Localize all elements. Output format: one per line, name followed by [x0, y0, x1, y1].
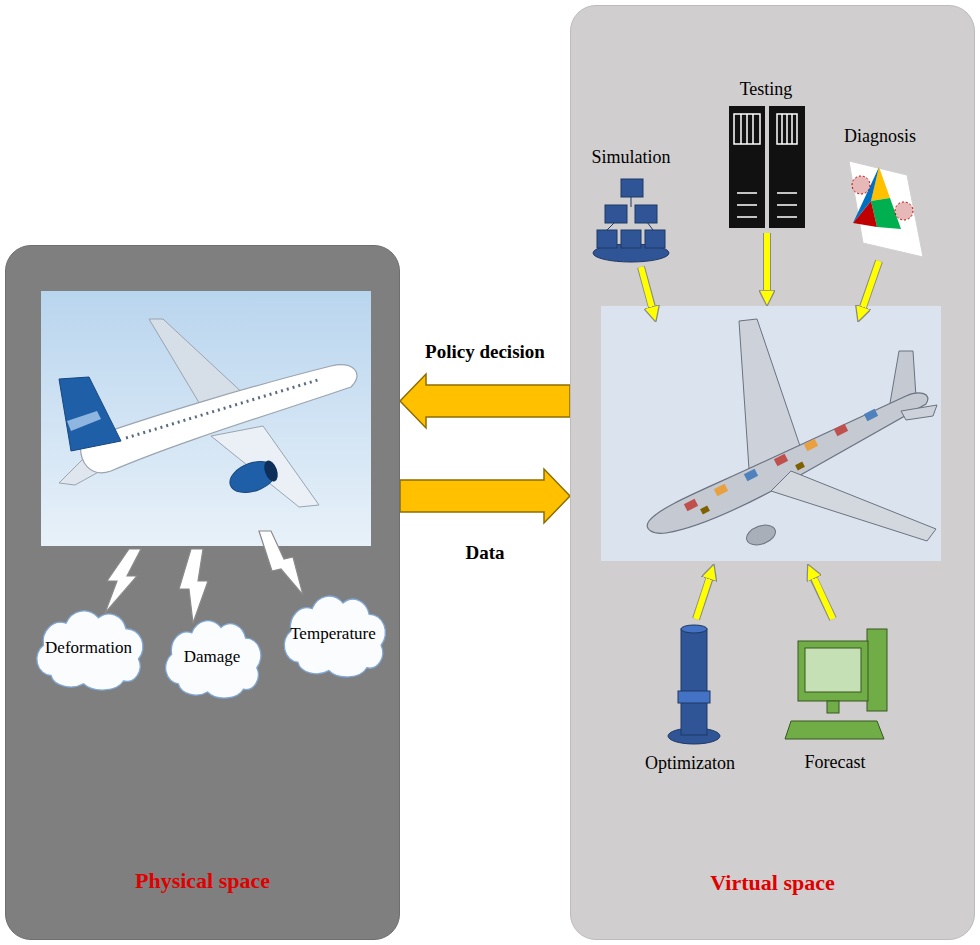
flow-arrow	[400, 469, 570, 523]
space-panel: Deformation Damage TemperaturePhysical spa…	[5, 245, 400, 940]
cloud-callout: Damage	[156, 614, 268, 700]
cloud-text: Deformation	[45, 638, 132, 658]
arrow-label: Policy decision	[425, 341, 545, 363]
flow-arrow	[400, 374, 570, 428]
optimization-icon	[668, 625, 720, 744]
model-frame	[601, 306, 941, 561]
cloud-text: Temperature	[290, 624, 376, 644]
cloud-outline	[37, 611, 143, 690]
virtual-illustration	[571, 6, 976, 941]
cloud-callout: Temperature	[274, 589, 393, 679]
input-arrow	[641, 233, 879, 619]
cloud-text: Damage	[184, 647, 241, 667]
icon-label: Forecast	[805, 752, 866, 773]
photo-frame	[41, 291, 371, 546]
icon-label: Testing	[740, 79, 793, 100]
physical-illustration	[6, 246, 401, 941]
lightning-leader	[105, 531, 303, 623]
forecast-computer	[785, 629, 887, 739]
testing-server	[729, 106, 805, 228]
icon-label: Optimizaton	[645, 753, 735, 774]
simulation-icon	[593, 179, 669, 262]
cloud-callout: Deformation	[26, 604, 151, 692]
cloud-outline	[166, 621, 261, 698]
icon-label: Simulation	[591, 147, 670, 168]
airliner-photo	[59, 319, 357, 507]
panel-heading: Virtual space	[571, 870, 974, 896]
cloud-outline	[284, 596, 385, 677]
diagnosis-icon	[849, 161, 923, 257]
icon-label: Diagnosis	[844, 126, 916, 147]
arrow-label: Data	[465, 542, 504, 564]
airliner-cutaway	[647, 319, 937, 549]
panel-heading: Physical space	[6, 868, 399, 894]
